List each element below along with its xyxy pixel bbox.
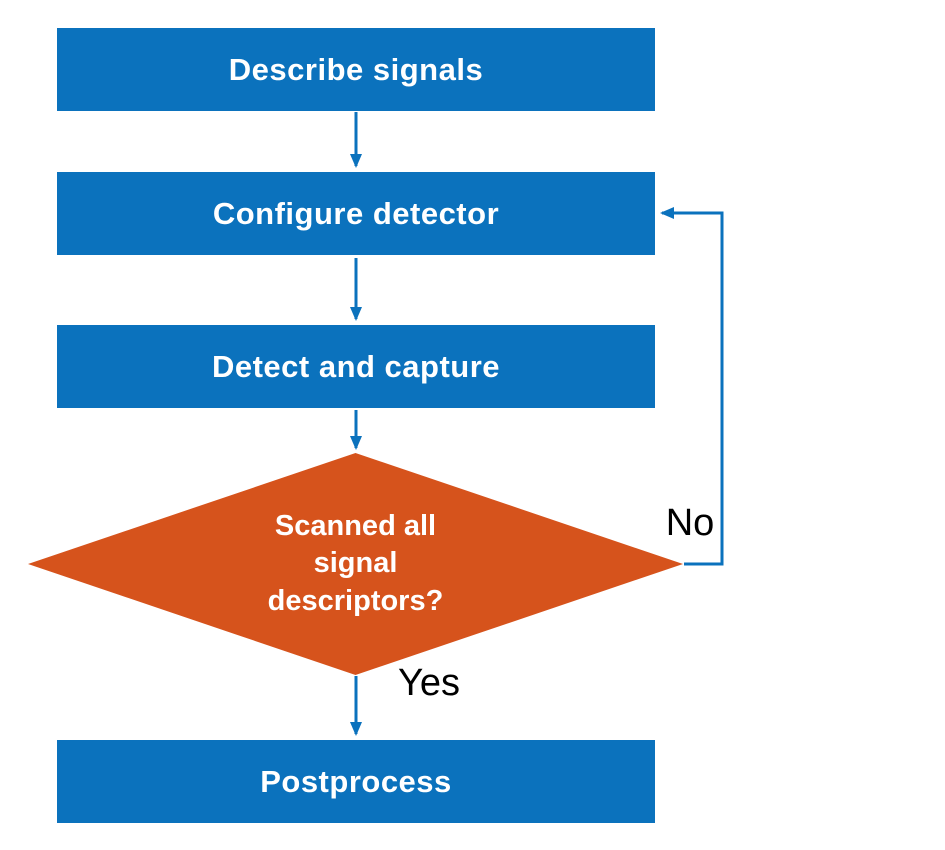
decision-label-line-1: Scanned all [274,510,437,543]
node-label: Postprocess [260,763,452,799]
decision-label-line-2: signal [313,547,398,580]
node-label: Describe signals [228,51,484,87]
decision-scanned-all-descriptors: Scanned all signal descriptors? [28,453,683,675]
node-describe-signals: Describe signals [57,28,655,111]
node-label: Detect and capture [211,348,501,384]
node-configure-detector: Configure detector [57,172,655,255]
branch-label-yes: Yes [398,662,460,704]
decision-label: Scanned all signal descriptors? [268,508,444,619]
decision-label-line-3: descriptors? [267,584,444,617]
node-postprocess: Postprocess [57,740,655,823]
node-label: Configure detector [212,195,500,231]
node-detect-and-capture: Detect and capture [57,325,655,408]
branch-label-no: No [665,502,715,544]
